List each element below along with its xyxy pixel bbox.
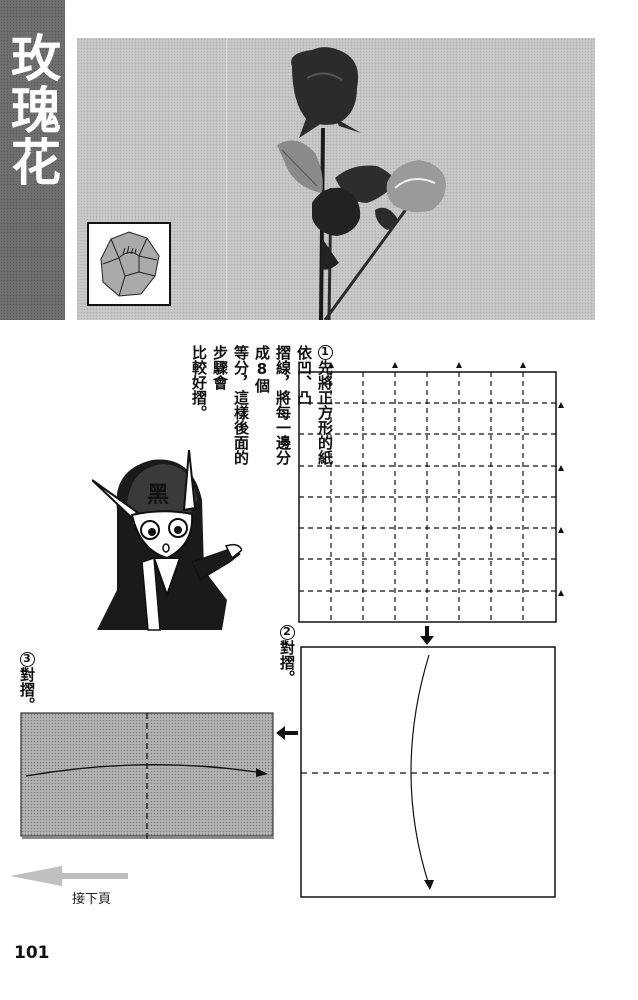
step-1-instruction: 1先將正方形的紙依凹、凸 摺線，將每一邊分成8個 等分，這樣後面的步驟會 比較好…: [188, 345, 335, 477]
step-1-number: 1: [317, 345, 333, 360]
page-title: 玫瑰花: [3, 32, 61, 188]
fold-arrow-path: [410, 654, 430, 886]
step-2-number: 2: [279, 625, 295, 640]
page-number: 101: [14, 943, 50, 963]
step-1-grid-diagram: [298, 362, 564, 623]
step-2-instruction: 2對摺。: [278, 625, 296, 685]
svg-text:黑: 黑: [147, 483, 169, 508]
roses-illustration: [277, 47, 446, 321]
next-page-label[interactable]: 接下頁: [72, 892, 112, 907]
step-2-fold-diagram: [300, 646, 556, 898]
step-3-number: 3: [19, 652, 35, 667]
page-fold-line: [226, 38, 227, 320]
title-strip: [0, 0, 65, 320]
finished-rose-inset: [87, 222, 171, 306]
left-arrow-icon: [276, 726, 298, 740]
step-3-instruction: 3對摺。: [18, 652, 36, 712]
arrow-head-icon: [424, 880, 434, 890]
arrow-head-icon: [256, 768, 268, 777]
down-arrow-icon: [420, 626, 434, 645]
step-1-line-4: 比較好摺。: [190, 345, 208, 420]
mountain-fold-marks: [328, 362, 564, 596]
step-3-fold-diagram: [20, 712, 274, 840]
step-1-line-2: 摺線，將每一邊分成8個: [253, 345, 292, 465]
fold-arrow-path: [25, 764, 264, 777]
mascot-character: 黑: [91, 449, 243, 635]
next-page-arrow[interactable]: [10, 864, 130, 888]
step-1-line-3: 等分，這樣後面的步驟會: [211, 345, 250, 465]
origami-rose-icon: [100, 231, 160, 297]
